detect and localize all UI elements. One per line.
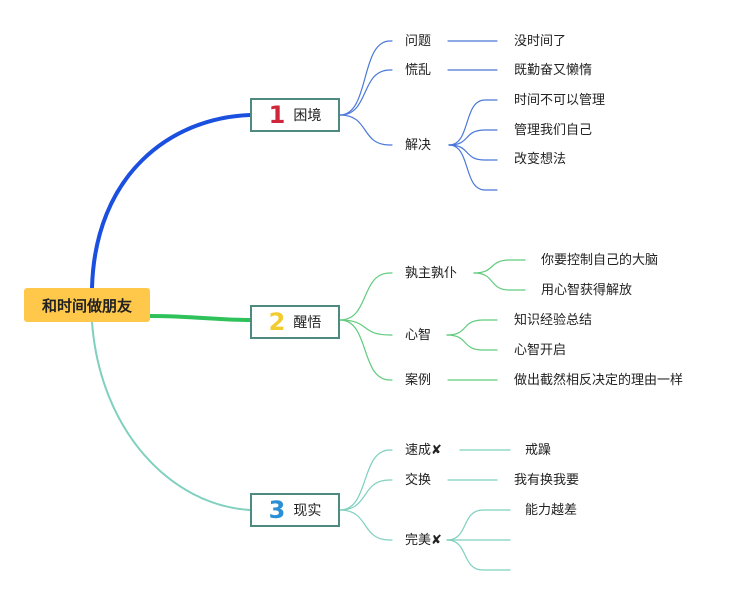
connector-case [339,319,393,381]
topic-label-reality: 现实 [293,503,322,519]
leaf-give-to-get[interactable]: 我有换我要 [514,473,580,488]
connector-exchange [339,479,393,511]
topic-label-awakening: 醒悟 [293,315,322,331]
connector-master-servant [339,272,393,321]
root-topic[interactable]: 和时间做朋友 [24,288,150,322]
connector-mind [339,319,393,336]
connector-perfection-leaf-2 [446,539,511,571]
cross-mark-icon: ✘ [431,443,442,458]
subtopic-perfection[interactable]: 完美✘ [405,533,442,549]
root-topic-label: 和时间做朋友 [41,296,132,315]
subtopic-mind[interactable]: 心智 [405,328,432,343]
topic-awakening[interactable]: 2 醒悟 [250,305,340,339]
cross-mark-icon: ✘ [431,533,442,548]
leaf-diligent-lazy[interactable]: 既勤奋又懒惰 [514,63,593,78]
leaf-mind-liberation[interactable]: 用心智获得解放 [541,283,633,298]
connector-solution [339,114,393,146]
leaf-mind-open[interactable]: 心智开启 [514,343,567,358]
topic-label-dilemma: 困境 [293,108,322,124]
topic-number-1: 1 [268,101,286,129]
connector-root-topic-1 [90,113,252,290]
topic-number-2: 2 [268,308,286,336]
connector-master-leaf-1 [473,272,526,291]
connector-solution-leaf-0 [448,99,498,146]
subtopic-panic[interactable]: 慌乱 [405,63,432,78]
connector-root-topic-3 [91,321,251,511]
connector-master-leaf-0 [473,259,526,274]
topic-dilemma[interactable]: 1 困境 [250,98,340,132]
leaf-avoid-impatience[interactable]: 戒躁 [525,443,552,458]
leaf-opposite-decisions[interactable]: 做出截然相反决定的理由一样 [514,373,684,388]
leaf-control-brain[interactable]: 你要控制自己的大脑 [541,253,659,268]
topic-number-3: 3 [268,496,286,524]
connector-mind-leaf-1 [446,334,498,351]
subtopic-case[interactable]: 案例 [405,373,432,388]
subtopic-problem[interactable]: 问题 [405,34,432,49]
connector-quick-success [339,449,393,511]
connector-solution-leaf-1 [448,129,498,146]
connector-solution-leaf-3 [448,144,498,191]
connector-panic [339,69,393,116]
leaf-no-time[interactable]: 没时间了 [514,34,567,49]
connector-perfection [339,509,393,541]
connector-solution-leaf-2 [448,144,498,161]
subtopic-solution[interactable]: 解决 [405,138,432,153]
subtopic-exchange[interactable]: 交换 [405,473,432,488]
connector-root-topic-2 [148,314,252,322]
subtopic-master-servant[interactable]: 孰主孰仆 [405,266,458,281]
leaf-change-thinking[interactable]: 改变想法 [514,152,567,167]
topic-reality[interactable]: 3 现实 [250,493,340,527]
subtopic-quick-success[interactable]: 速成✘ [405,443,442,459]
connector-mind-leaf-0 [446,319,498,336]
subtopic-perfection-label: 完美 [405,533,432,548]
leaf-knowledge-summary[interactable]: 知识经验总结 [514,313,593,328]
connector-perfection-leaf-0 [446,509,511,541]
leaf-manage-ourselves[interactable]: 管理我们自己 [514,123,593,138]
subtopic-quick-success-label: 速成 [405,443,432,458]
leaf-worse-ability[interactable]: 能力越差 [525,503,578,518]
leaf-time-unmanageable[interactable]: 时间不可以管理 [514,93,606,108]
connector-problem [339,40,393,116]
